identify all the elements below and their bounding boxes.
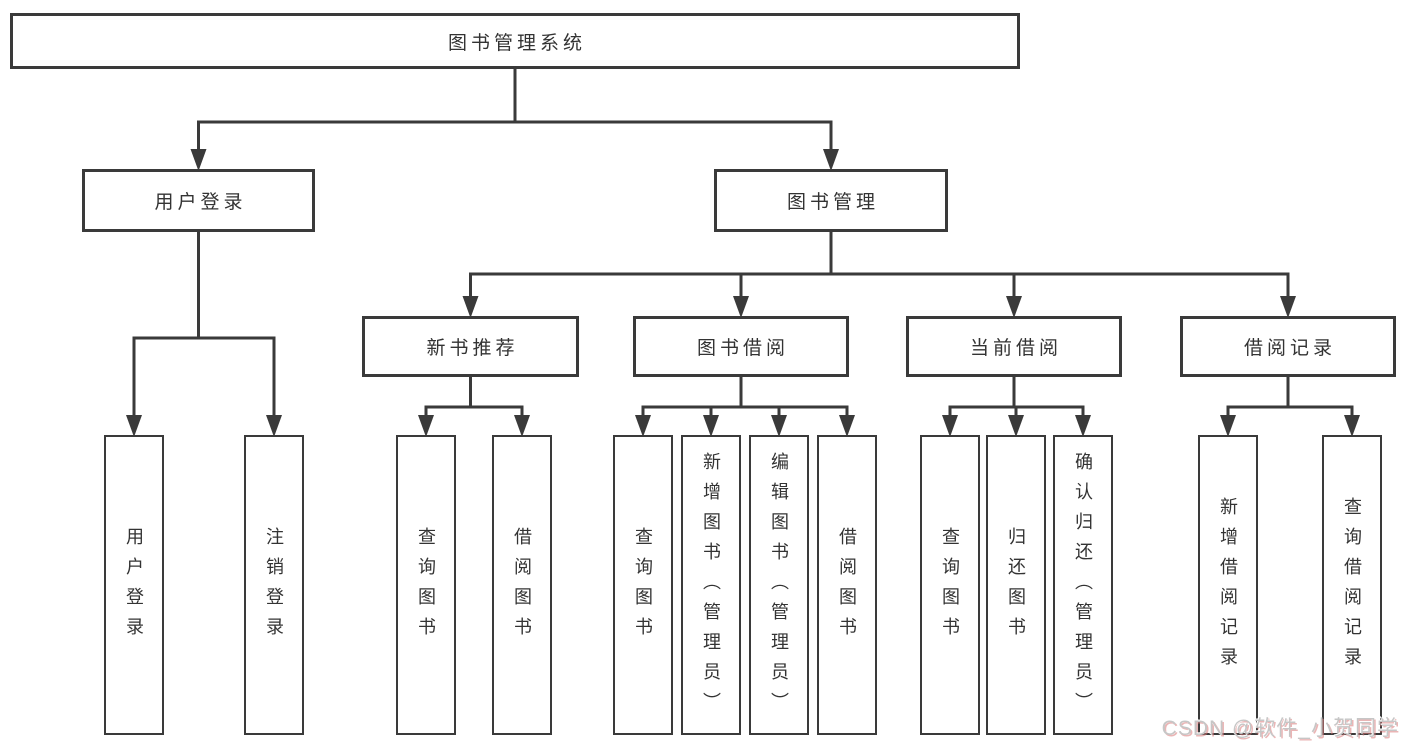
node-label-cb-query-book: 查询图书 [940, 527, 960, 647]
node-label-user-login: 用户登录 [154, 192, 247, 213]
node-label-root: 图书管理系统 [447, 32, 586, 54]
node-borrow-records: 借阅记录 [1180, 316, 1396, 377]
node-root: 图书管理系统 [10, 13, 1020, 69]
node-label-bb-borrow-book: 借阅图书 [837, 527, 857, 647]
node-new-book-rec: 新书推荐 [362, 316, 579, 377]
node-logout: 注销登录 [244, 435, 304, 735]
node-label-book-borrow: 图书借阅 [696, 338, 789, 359]
node-label-current-borrow: 当前借阅 [969, 338, 1062, 359]
node-login: 用户登录 [104, 435, 164, 735]
node-br-query-record: 查询借阅记录 [1322, 435, 1382, 735]
node-label-bb-add-book: 新增图书（管理员） [701, 452, 721, 722]
node-label-bb-edit-book: 编辑图书（管理员） [769, 452, 789, 722]
node-bb-borrow-book: 借阅图书 [817, 435, 877, 735]
node-label-new-book-rec: 新书推荐 [426, 338, 519, 359]
node-book-mgmt: 图书管理 [714, 169, 948, 232]
node-label-cb-return-book: 归还图书 [1006, 527, 1026, 647]
node-label-borrow-records: 借阅记录 [1243, 338, 1336, 359]
node-br-add-record: 新增借阅记录 [1198, 435, 1258, 735]
node-label-logout: 注销登录 [264, 527, 284, 647]
node-bb-query-book: 查询图书 [613, 435, 673, 735]
node-label-bb-query-book: 查询图书 [633, 527, 653, 647]
node-cb-return-book: 归还图书 [986, 435, 1046, 735]
node-label-br-add-record: 新增借阅记录 [1218, 497, 1238, 677]
node-label-rec-query-book: 查询图书 [416, 527, 436, 647]
node-cb-confirm-return: 确认归还（管理员） [1053, 435, 1113, 735]
node-label-rec-borrow-book: 借阅图书 [512, 527, 532, 647]
node-current-borrow: 当前借阅 [906, 316, 1122, 377]
node-label-cb-confirm-return: 确认归还（管理员） [1073, 452, 1093, 722]
node-bb-add-book: 新增图书（管理员） [681, 435, 741, 735]
node-rec-borrow-book: 借阅图书 [492, 435, 552, 735]
node-cb-query-book: 查询图书 [920, 435, 980, 735]
node-label-br-query-record: 查询借阅记录 [1342, 497, 1362, 677]
node-rec-query-book: 查询图书 [396, 435, 456, 735]
node-book-borrow: 图书借阅 [633, 316, 849, 377]
node-bb-edit-book: 编辑图书（管理员） [749, 435, 809, 735]
node-user-login: 用户登录 [82, 169, 315, 232]
node-label-login: 用户登录 [124, 527, 144, 647]
node-label-book-mgmt: 图书管理 [786, 192, 879, 213]
